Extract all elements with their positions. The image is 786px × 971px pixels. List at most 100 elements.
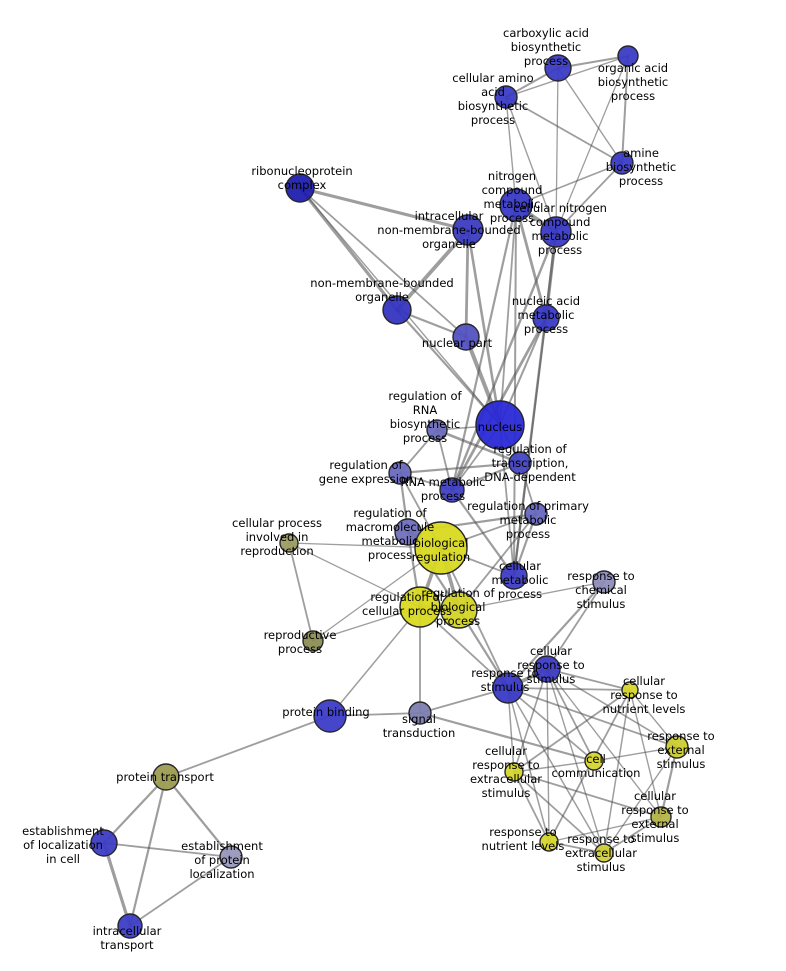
node-reg_rna_biosyn[interactable] <box>426 419 448 441</box>
edge-est_loc_cell-est_prot_loc <box>103 842 232 858</box>
node-cell_metab[interactable] <box>500 562 528 590</box>
node-bio_reg[interactable] <box>414 521 468 575</box>
node-est_prot_loc[interactable] <box>219 845 243 869</box>
edges-layer <box>102 55 679 928</box>
node-nmb_org[interactable] <box>382 295 412 325</box>
node-reg_primary[interactable] <box>524 502 548 526</box>
edge-resp_extracell-cell_resp_external <box>603 816 662 854</box>
node-protein_binding[interactable] <box>313 699 347 733</box>
edge-intra_org-nuclear_part <box>464 228 470 339</box>
node-cpir[interactable] <box>279 533 299 553</box>
edge-rnp-nmb_org <box>298 186 399 312</box>
edge-cell_resp_extracell-cell_resp_external <box>513 771 662 818</box>
edge-cell_comm-signal_transd <box>418 711 596 763</box>
edge-cell_resp_nutrient-cell_resp_extracell <box>513 689 631 773</box>
node-organic[interactable] <box>617 45 639 67</box>
edge-nitrogen-nucleus <box>499 204 517 426</box>
edge-cpir-reg_cell_proc <box>288 542 421 608</box>
edge-cell_resp_nutrient-resp_external <box>629 689 678 748</box>
edge-cell_resp_stim-resp_external <box>546 668 678 748</box>
node-reg_bio_proc[interactable] <box>440 591 478 629</box>
node-carboxylic[interactable] <box>544 54 572 82</box>
node-intra_org[interactable] <box>452 214 484 246</box>
edge-resp_chem-reg_bio_proc <box>458 581 605 611</box>
edge-amine-cell_nitrogen <box>555 162 623 233</box>
edge-resp_external-resp_extracell <box>603 746 678 854</box>
node-cell_comm[interactable] <box>584 751 604 771</box>
edge-resp_stim-cell_resp_nutrient <box>507 687 631 691</box>
edge-cell_resp_extracell-resp_nutrient <box>513 771 550 843</box>
node-resp_stim[interactable] <box>492 672 524 704</box>
edge-carboxylic-amine <box>557 67 623 164</box>
edge-cell_resp_extracell-resp_extracell <box>513 771 605 854</box>
edge-cell_resp_nutrient-resp_extracell <box>603 689 631 854</box>
label-protein_binding: protein binding <box>282 705 369 719</box>
node-resp_chem[interactable] <box>592 570 616 594</box>
edge-protein_transport-est_loc_cell <box>102 775 168 845</box>
edge-protein_transport-est_prot_loc <box>164 775 233 859</box>
node-signal_transd[interactable] <box>408 701 432 725</box>
edge-amine-nitrogen <box>515 162 623 206</box>
edge-cpir-repro <box>288 542 314 642</box>
node-cell_resp_external[interactable] <box>650 806 672 828</box>
node-nitrogen[interactable] <box>499 188 533 222</box>
node-cell_resp_nutrient[interactable] <box>621 681 639 699</box>
edge-reg_primary-reg_bio_proc <box>458 513 537 611</box>
edge-intra_org-nucleus <box>466 228 502 427</box>
edge-protein_transport-intracell_transport <box>128 775 168 928</box>
node-reg_transcription[interactable] <box>508 451 532 475</box>
node-reg_cell_proc[interactable] <box>399 586 441 628</box>
edge-reg_rna_biosyn-reg_transcription <box>435 428 522 465</box>
node-cell_amino[interactable] <box>494 85 518 109</box>
node-protein_transport[interactable] <box>152 763 180 791</box>
edge-protein_binding-reg_cell_proc <box>329 606 421 717</box>
node-nuclear_part[interactable] <box>452 323 480 351</box>
node-cell_nitrogen[interactable] <box>540 216 572 248</box>
node-rnp[interactable] <box>285 173 315 203</box>
node-nucleic[interactable] <box>532 304 560 332</box>
node-cell_resp_extracell[interactable] <box>504 762 524 782</box>
edge-cell_resp_stim-cell_resp_external <box>546 668 662 818</box>
node-amine[interactable] <box>610 151 634 175</box>
edge-reg_transcription-reg_gene_expr <box>398 461 522 475</box>
edge-resp_stim-resp_nutrient <box>507 687 550 843</box>
node-nucleus[interactable] <box>475 400 525 450</box>
node-resp_external[interactable] <box>665 735 689 759</box>
edge-resp_chem-resp_stim <box>506 580 606 690</box>
node-repro[interactable] <box>302 630 324 652</box>
node-reg_gene_expr[interactable] <box>388 461 412 485</box>
edge-intra_org-nmb_org <box>395 228 470 312</box>
node-cell_resp_stim[interactable] <box>533 655 561 683</box>
node-intracell_transport[interactable] <box>117 913 143 939</box>
node-resp_extracell[interactable] <box>594 843 614 863</box>
edge-nmb_org-nucleus <box>395 308 502 427</box>
node-resp_nutrient[interactable] <box>539 832 559 852</box>
node-rna_metab[interactable] <box>439 477 465 503</box>
node-est_loc_cell[interactable] <box>90 829 118 857</box>
